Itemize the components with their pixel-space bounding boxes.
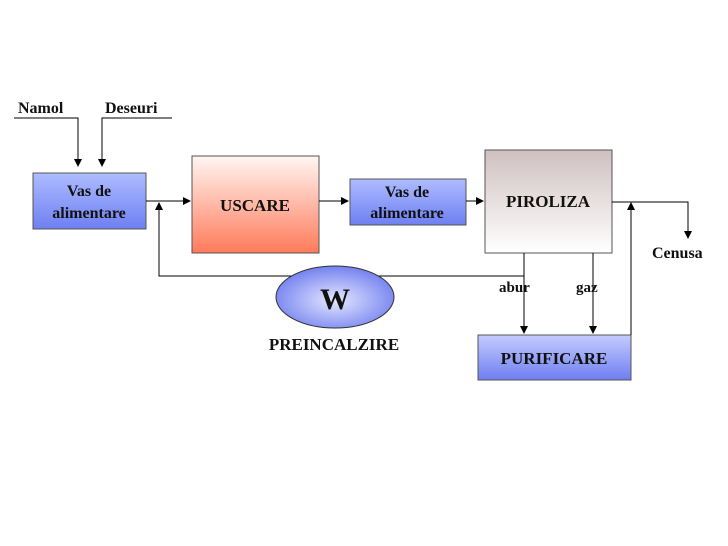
input-deseuri: Deseuri (98, 100, 172, 167)
heater-preincalzire: W PREINCALZIRE (269, 265, 399, 354)
namol-label: Namol (18, 100, 64, 117)
heater-label: PREINCALZIRE (269, 335, 399, 354)
gaz-label: gaz (576, 280, 598, 296)
flow-return-preheat (155, 202, 524, 277)
flow-gaz: gaz (576, 253, 598, 334)
flow-abur: abur (499, 253, 530, 334)
vas2-line1: Vas de (385, 184, 429, 201)
box-piroliza: PIROLIZA (484, 149, 613, 254)
heater-symbol: W (320, 283, 350, 316)
vas1-line2: alimentare (52, 205, 125, 222)
deseuri-label: Deseuri (105, 100, 158, 117)
cenusa-label: Cenusa (652, 245, 703, 262)
vas2-line2: alimentare (370, 205, 443, 222)
abur-label: abur (499, 280, 530, 296)
purificare-label: PURIFICARE (501, 349, 608, 368)
heater-ellipse (275, 265, 395, 329)
output-cenusa: Cenusa (612, 201, 703, 262)
box-vas-alimentare-1: Vas de alimentare (32, 172, 147, 230)
box-vas-alimentare-2: Vas de alimentare (349, 178, 467, 226)
box-uscare: USCARE (191, 155, 320, 254)
piroliza-label: PIROLIZA (506, 192, 591, 211)
uscare-label: USCARE (220, 196, 290, 215)
input-namol: Namol (14, 100, 82, 167)
vas1-line1: Vas de (67, 183, 111, 200)
box-purificare: PURIFICARE (477, 334, 632, 381)
